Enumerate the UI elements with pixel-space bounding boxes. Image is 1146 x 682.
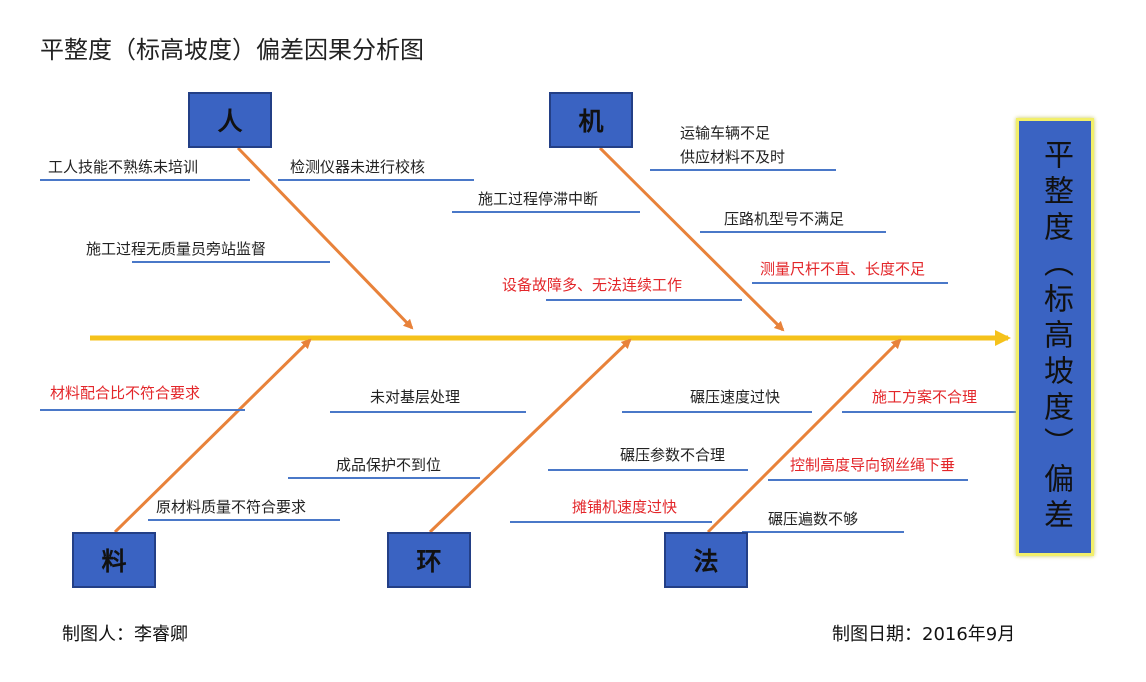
- category-fa: 法: [664, 532, 748, 588]
- effect-label: 平整度（标高坡度）偏差: [1038, 139, 1073, 535]
- cause-huan-3: 摊铺机速度过快: [572, 498, 678, 516]
- cause-ren-1: 工人技能不熟练未培训: [48, 158, 199, 176]
- author-label: 制图人：李睿卿: [62, 624, 188, 645]
- cause-ji-4: 压路机型号不满足: [724, 210, 845, 228]
- bone-ren: [236, 146, 414, 330]
- category-ren: 人: [188, 92, 272, 148]
- cause-fa-2: 施工方案不合理: [872, 388, 978, 406]
- bone-liao: [113, 338, 312, 534]
- effect-box: 平整度（标高坡度）偏差: [1016, 118, 1094, 556]
- cause-ji-1: 运输车辆不足: [680, 124, 771, 142]
- cause-huan-2: 成品保护不到位: [336, 456, 442, 474]
- bone-fa: [706, 338, 902, 534]
- date-label: 制图日期：2016年9月: [832, 624, 1016, 645]
- cause-fa-5: 碾压遍数不够: [768, 510, 859, 528]
- cause-ren-3: 施工过程无质量员旁站监督: [86, 240, 267, 258]
- cause-ji-3: 施工过程停滞中断: [478, 190, 599, 208]
- cause-fa-3: 碾压参数不合理: [620, 446, 726, 464]
- cause-ji-2: 供应材料不及时: [680, 148, 786, 166]
- cause-ren-2: 检测仪器未进行校核: [290, 158, 426, 176]
- bone-huan: [428, 338, 632, 534]
- cause-fa-4: 控制高度导向钢丝绳下垂: [790, 456, 956, 474]
- cause-ji-6: 设备故障多、无法连续工作: [502, 276, 683, 294]
- cause-liao-1: 材料配合比不符合要求: [50, 384, 201, 402]
- cause-fa-1: 碾压速度过快: [690, 388, 781, 406]
- cause-ji-5: 测量尺杆不直、长度不足: [760, 260, 926, 278]
- cause-liao-2: 原材料质量不符合要求: [156, 498, 307, 516]
- category-liao: 料: [72, 532, 156, 588]
- bone-ji: [598, 146, 785, 332]
- cause-huan-1: 未对基层处理: [370, 388, 461, 406]
- category-huan: 环: [387, 532, 471, 588]
- category-ji: 机: [549, 92, 633, 148]
- diagram-title: 平整度（标高坡度）偏差因果分析图: [40, 36, 424, 64]
